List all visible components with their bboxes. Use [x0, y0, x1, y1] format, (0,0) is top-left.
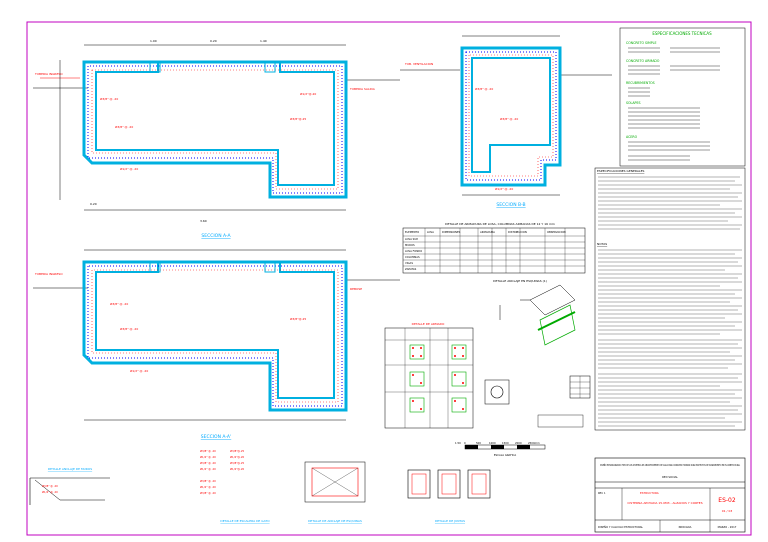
table-row-3: LOSA FONDO: [405, 249, 422, 253]
svg-text:Ø3/8" @ .20: Ø3/8" @ .20: [115, 124, 133, 129]
notes-panel: ESPECIFICACIONES GENERALES NOTAS: [594, 167, 746, 431]
title-revision: REV. 1: [598, 492, 606, 495]
rebar-table-title: DETALLE DE ARMADURA DE LOSA, COLUMNAS AR…: [445, 222, 555, 226]
section-aa-bottom-title: SECCION A-A': [201, 434, 231, 440]
svg-text:Ø3/8"@.25: Ø3/8"@.25: [290, 116, 306, 121]
table-row-1: LOSA SUP.: [405, 237, 418, 241]
title-scale: INDICADA: [679, 525, 692, 529]
svg-text:Ø1/2" @ .20: Ø1/2" @ .20: [200, 454, 216, 459]
scale-tick-4: 1000: [489, 441, 496, 445]
svg-text:Ø3/8" @ .20: Ø3/8" @ .20: [200, 478, 216, 483]
rebar-table: DETALLE DE ARMADURA DE LOSA, COLUMNAS AR…: [402, 222, 586, 274]
svg-text:Ø3/8" @ .20: Ø3/8" @ .20: [200, 448, 216, 453]
section-bb-title: SECCION B-B: [496, 202, 525, 208]
svg-text:Ø3/8" @ .20: Ø3/8" @ .20: [120, 326, 138, 331]
svg-text:Ø1/2" @ .20: Ø1/2" @ .20: [495, 186, 513, 191]
specs-group-4: SOLAPES: [626, 101, 641, 105]
title-sheet-sub: 01 / 03: [722, 509, 733, 513]
svg-text:Ø3/8"@.25: Ø3/8"@.25: [230, 460, 244, 465]
svg-text:Ø1/2" @ .20: Ø1/2" @ .20: [200, 466, 216, 471]
specs-group-2: CONCRETO ARMADO: [626, 59, 660, 63]
table-row-2: MUROS: [405, 243, 415, 247]
svg-text:Ø3/8" @ .20: Ø3/8" @ .20: [200, 460, 216, 465]
scale-tick-5: 1500: [502, 441, 509, 445]
svg-text:Ø3/8" @ .20: Ø3/8" @ .20: [100, 96, 118, 101]
notes-header: ESPECIFICACIONES GENERALES: [597, 169, 644, 173]
svg-text:Ø1/2" @ .20: Ø1/2" @ .20: [130, 368, 148, 373]
table-header-6: OBSERVACION: [547, 230, 566, 234]
svg-text:Ø1/2"@.20: Ø1/2"@.20: [300, 91, 316, 96]
title-subtitle: RED SOCIAL: [662, 475, 678, 479]
section-bb: Ø3/8" @ .20 Ø3/8" @ .20 Ø1/2" @ .20 TUB.…: [400, 35, 612, 196]
svg-text:Ø3/8" @ .20: Ø3/8" @ .20: [200, 490, 216, 495]
bottom-details: DETALLE ANCLAJE DE MUROS Ø3/8" @ .20 Ø1/…: [29, 448, 491, 523]
svg-text:Ø1/2" @ .20: Ø1/2" @ .20: [200, 484, 216, 489]
svg-text:Ø3/8" @ .20: Ø3/8" @ .20: [42, 483, 58, 488]
section-aa-top-title: SECCION A-A: [201, 233, 231, 239]
detail-grid-title: DETALLE DE ARMADO: [412, 322, 445, 326]
stair-detail-title: DETALLE DE ESCALERA DE GATO: [220, 519, 270, 523]
title-sheet-label: ES-02: [718, 497, 736, 504]
scale-tick-7: 2500mm: [528, 441, 540, 445]
scale-bar: 1:50 0 500 1000 1500 2000 2500mm ESCALA …: [455, 441, 546, 457]
wall-detail-title: DETALLE ANCLAJE DE MUROS: [48, 467, 92, 471]
sheet-border: [26, 21, 752, 536]
scale-tick-3: 500: [476, 441, 481, 445]
table-header-1: ELEMENTO: [405, 230, 419, 234]
section-aa-bottom: Ø3/8" @ .20 Ø3/8" @ .20 Ø1/2" @ .20 Ø3/8…: [33, 249, 400, 421]
svg-text:TUBERIA INGRESO: TUBERIA INGRESO: [34, 72, 63, 76]
joint-detail-title: DETALLE ANCLAJE EN ESQUINAS (1): [493, 279, 547, 283]
table-header-4: ARMADURA: [480, 230, 495, 234]
svg-text:Ø3/8"@.25: Ø3/8"@.25: [230, 448, 244, 453]
svg-text:Ø1/2"@.20: Ø1/2"@.20: [230, 466, 244, 471]
svg-text:Ø3/8"@.25: Ø3/8"@.25: [290, 316, 306, 321]
title-designer: DISEÑO Y CALCULO ESTRUCTURAL: [598, 524, 644, 529]
svg-text:0.20: 0.20: [210, 39, 217, 43]
svg-text:Ø1/2" @ .20: Ø1/2" @ .20: [42, 489, 58, 494]
svg-text:TUBERIA SALIDA: TUBERIA SALIDA: [349, 87, 376, 91]
title-block: DISEÑO ESTANDARIZADO TIPO DE LOS SISTEMA…: [594, 457, 746, 533]
detail-grid: DETALLE DE ARMADO: [384, 322, 474, 429]
table-header-5: DISTRIBUCION: [508, 230, 527, 234]
title-specialty: ESTRUCTURA: [640, 491, 659, 495]
title-date: MARZO - 2017: [718, 525, 737, 529]
svg-text:Ø3/8" @ .20: Ø3/8" @ .20: [500, 116, 518, 121]
table-row-5: VIGAS: [405, 261, 413, 265]
scale-tick-2: 0: [464, 441, 466, 445]
table-row-6: ZAPATAS: [405, 267, 417, 271]
svg-text:Ø1/2" @ .20: Ø1/2" @ .20: [120, 166, 138, 171]
svg-text:Ø1/2"@.20: Ø1/2"@.20: [230, 454, 244, 459]
table-header-3: DIMENSIONES: [442, 230, 461, 234]
svg-text:REBOSE: REBOSE: [350, 287, 362, 291]
corner-detail-title: DETALLE DE ANCLAJE DE ESQUINAS: [308, 519, 362, 523]
specs-group-1: CONCRETO SIMPLE: [626, 41, 656, 45]
scale-tick-6: 2000: [515, 441, 522, 445]
svg-text:1.00: 1.00: [150, 39, 157, 43]
table-header-2: LOSA: [427, 230, 434, 234]
svg-text:Ø3/8" @ .20: Ø3/8" @ .20: [110, 301, 128, 306]
specs-panel: ESPECIFICACIONES TECNICAS CONCRETO SIMPL…: [619, 27, 746, 167]
title-project-text: DISEÑO ESTANDARIZADO TIPO DE LOS SISTEMA…: [600, 462, 740, 467]
specs-title: ESPECIFICACIONES TECNICAS: [652, 31, 712, 36]
svg-text:TUBERIA INGRESO: TUBERIA INGRESO: [34, 272, 63, 276]
svg-text:0.20: 0.20: [90, 202, 97, 206]
title-drawing: CISTERNA APOYADA 15.0M3 - ALZADOS Y CORT…: [627, 501, 702, 505]
brick-detail-title: DETALLE DE JUNTAS: [435, 519, 465, 523]
svg-text:3.60: 3.60: [200, 219, 207, 223]
notes2-header: NOTAS: [597, 242, 607, 246]
specs-group-3: RECUBRIMIENTOS: [626, 81, 655, 85]
svg-text:1.40: 1.40: [260, 39, 267, 43]
pipe-details: DETALLE ANCLAJE EN ESQUINAS (1): [484, 279, 591, 428]
scale-caption: ESCALA GRAFICA: [494, 453, 517, 457]
svg-text:Ø3/8" @ .20: Ø3/8" @ .20: [475, 86, 493, 91]
section-aa-top: Ø3/8" @ .20 Ø3/8" @ .20 Ø1/2" @ .20 Ø3/8…: [33, 39, 400, 223]
scale-tick-1: 1:50: [455, 441, 461, 445]
svg-text:TUB. VENTILACION: TUB. VENTILACION: [404, 62, 433, 66]
title-project: DISEÑO ESTANDARIZADO TIPO DE LOS SISTEMA…: [600, 462, 740, 467]
table-row-4: COLUMNAS: [405, 255, 420, 259]
specs-group-5: ACERO: [626, 135, 638, 139]
